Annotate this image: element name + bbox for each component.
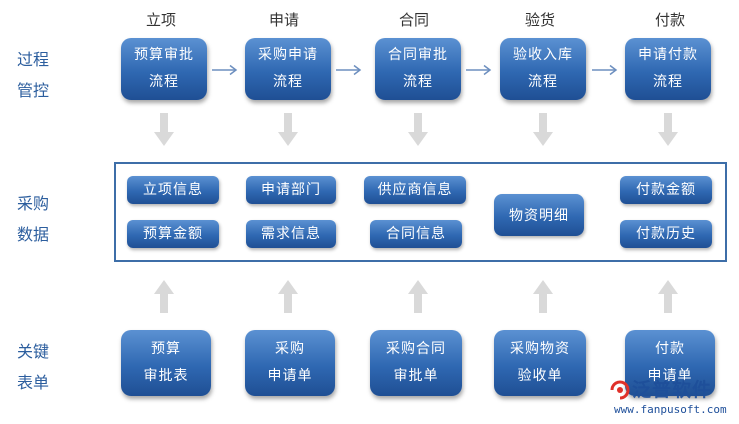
right-arrow-icon — [466, 64, 492, 76]
down-arrow-icon — [408, 113, 428, 146]
stage-label-hetong: 合同 — [398, 11, 429, 29]
form-box-payment-request-form-line1: 付款 — [655, 341, 685, 357]
up-arrow-icon — [154, 280, 174, 313]
stage-label-lixiang: 立项 — [145, 11, 176, 29]
data-item-project-info: 立项信息 — [127, 176, 219, 204]
process-box-budget-approval-line1: 预算审批 — [134, 47, 194, 63]
process-box-inspection-storage-line2: 流程 — [528, 74, 558, 90]
data-item-demand-info: 需求信息 — [246, 220, 336, 248]
row-label-forms: 关键 表单 — [17, 336, 61, 398]
form-box-purchase-request-form-line1: 采购 — [275, 341, 305, 357]
form-box-purchase-request-form-line2: 申请单 — [267, 368, 313, 384]
process-box-purchase-request-line1: 采购申请 — [258, 47, 318, 63]
data-item-payment-history: 付款历史 — [620, 220, 712, 248]
stage-label-yanhuo: 验货 — [524, 11, 555, 29]
purchase-data-panel — [114, 162, 727, 262]
form-box-inspection-form: 采购物资 验收单 — [494, 330, 586, 396]
up-arrow-icon — [278, 280, 298, 313]
process-box-budget-approval-line2: 流程 — [149, 74, 179, 90]
row-label-process-line1: 过程 — [17, 50, 50, 69]
process-box-purchase-request: 采购申请 流程 — [245, 38, 331, 100]
form-box-budget-approval-form: 预算 审批表 — [121, 330, 211, 396]
form-box-contract-approval-form-line1: 采购合同 — [386, 341, 446, 357]
brand-logo-icon — [610, 380, 630, 400]
stage-label-fukuan: 付款 — [654, 11, 685, 29]
data-item-material-details: 物资明细 — [494, 194, 584, 236]
row-label-data-line1: 采购 — [17, 194, 50, 213]
right-arrow-icon — [336, 64, 362, 76]
row-label-data: 采购 数据 — [17, 188, 61, 250]
form-box-payment-request-form-line2: 申请单 — [647, 368, 693, 384]
form-box-inspection-form-line1: 采购物资 — [510, 341, 570, 357]
row-label-data-line2: 数据 — [17, 225, 50, 244]
up-arrow-icon — [408, 280, 428, 313]
form-box-budget-approval-form-line1: 预算 — [151, 341, 181, 357]
up-arrow-icon — [658, 280, 678, 313]
form-box-inspection-form-line2: 验收单 — [517, 368, 563, 384]
data-item-supplier-info: 供应商信息 — [364, 176, 466, 204]
row-label-forms-line1: 关键 — [17, 342, 50, 361]
brand-logo-url: www.fanpusoft.com — [614, 403, 727, 416]
process-box-contract-approval-line1: 合同审批 — [388, 47, 448, 63]
right-arrow-icon — [592, 64, 618, 76]
up-arrow-icon — [533, 280, 553, 313]
form-box-payment-request-form: 付款 申请单 — [625, 330, 715, 396]
down-arrow-icon — [154, 113, 174, 146]
process-box-purchase-request-line2: 流程 — [273, 74, 303, 90]
process-box-inspection-storage: 验收入库 流程 — [500, 38, 586, 100]
process-box-payment-request: 申请付款 流程 — [625, 38, 711, 100]
stage-label-shenqing: 申请 — [268, 11, 299, 29]
form-box-contract-approval-form: 采购合同 审批单 — [370, 330, 462, 396]
form-box-purchase-request-form: 采购 申请单 — [245, 330, 335, 396]
right-arrow-icon — [212, 64, 238, 76]
down-arrow-icon — [278, 113, 298, 146]
form-box-budget-approval-form-line2: 审批表 — [143, 368, 189, 384]
process-box-contract-approval-line2: 流程 — [403, 74, 433, 90]
form-box-contract-approval-form-line2: 审批单 — [393, 368, 439, 384]
down-arrow-icon — [533, 113, 553, 146]
row-label-forms-line2: 表单 — [17, 373, 50, 392]
process-box-contract-approval: 合同审批 流程 — [375, 38, 461, 100]
data-item-payment-amount: 付款金额 — [620, 176, 712, 204]
process-box-inspection-storage-line1: 验收入库 — [513, 47, 573, 63]
process-box-budget-approval: 预算审批 流程 — [121, 38, 207, 100]
data-item-budget-amount: 预算金额 — [127, 220, 219, 248]
brand-logo-text: 泛普软件 — [632, 379, 713, 401]
row-label-process: 过程 管控 — [17, 44, 61, 106]
process-box-payment-request-line1: 申请付款 — [638, 47, 698, 63]
data-item-request-department: 申请部门 — [246, 176, 336, 204]
row-label-process-line2: 管控 — [17, 81, 50, 100]
process-box-payment-request-line2: 流程 — [653, 74, 683, 90]
data-item-contract-info: 合同信息 — [370, 220, 462, 248]
down-arrow-icon — [658, 113, 678, 146]
